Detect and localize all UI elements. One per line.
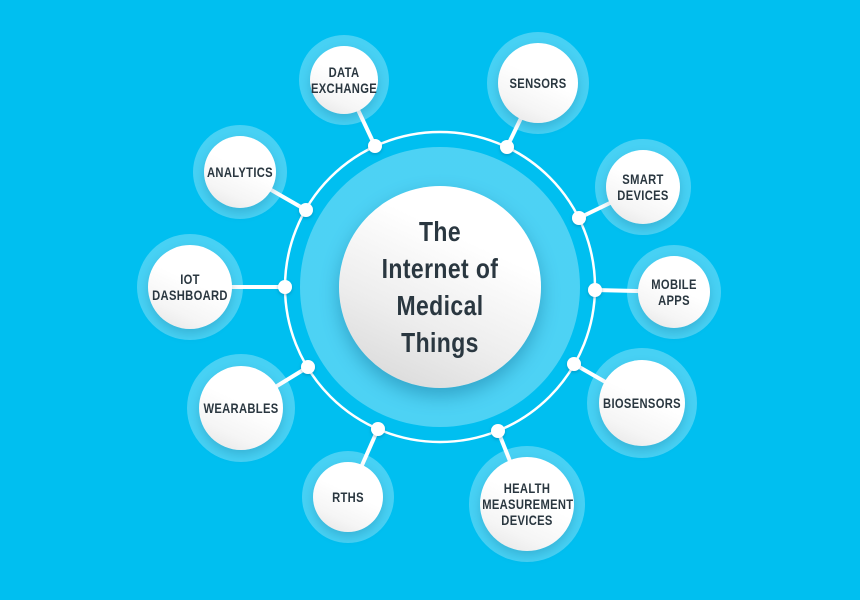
diagram-title-line: Medical (396, 290, 484, 321)
diagram-title: The Internet of Medical Things (350, 213, 530, 361)
connector-dot (299, 203, 313, 217)
node-label: SENSORS (509, 75, 567, 91)
node-label: WEARABLES (203, 400, 279, 416)
connector-dot (301, 360, 315, 374)
connector-dot (371, 422, 385, 436)
node-label: RTHS (332, 489, 364, 505)
node-label: SMART DEVICES (617, 171, 669, 203)
connector-dot (368, 139, 382, 153)
diagram-title-line: The (418, 216, 462, 247)
node-circle (638, 256, 710, 328)
connector-dot (572, 211, 586, 225)
node-label: HEALTH MEASUREMENT DEVICES (482, 480, 574, 528)
node-circle (599, 360, 685, 446)
node-circle (310, 46, 378, 114)
node-circle (204, 136, 276, 208)
node-label: MOBILE APPS (651, 276, 697, 308)
node-label: IOT DASHBOARD (152, 271, 228, 303)
connector-dot (278, 280, 292, 294)
node-label: BIOSENSORS (603, 395, 681, 411)
connector-dots (278, 139, 602, 438)
node-label: DATA EXCHANGE (310, 64, 378, 96)
diagram-title-line: Things (401, 327, 479, 358)
node-circle (606, 150, 680, 224)
connector-dot (588, 283, 602, 297)
connector-dot (567, 357, 581, 371)
center-node-circle (339, 186, 541, 388)
connector-dot (491, 424, 505, 438)
node-circle (480, 457, 574, 551)
node-label: ANALYTICS (207, 164, 273, 180)
node-circle (148, 245, 232, 329)
connector-dot (500, 140, 514, 154)
node-circle (199, 366, 283, 450)
node-circle (498, 43, 578, 123)
diagram-title-line: Internet of (381, 253, 499, 284)
node-circle (313, 462, 383, 532)
